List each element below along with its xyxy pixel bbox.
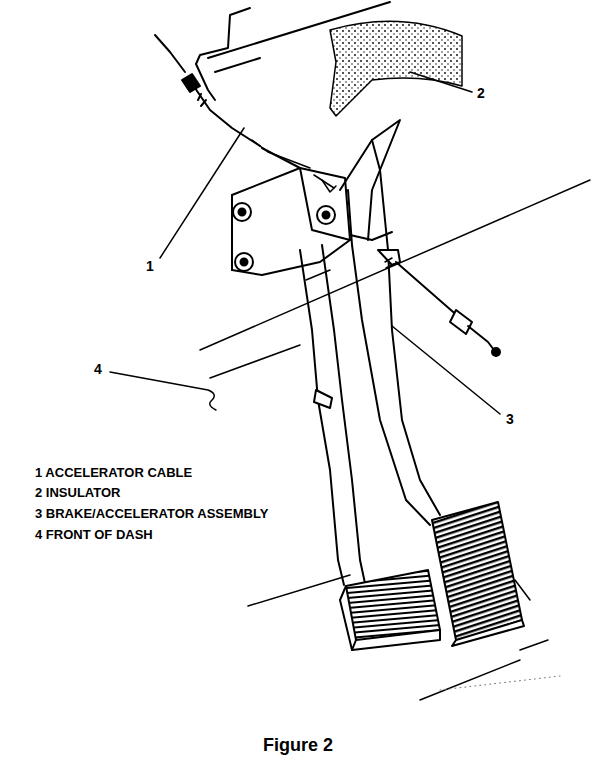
callout-number: 2 [477, 86, 485, 100]
callout-number: 4 [94, 362, 102, 376]
part-name: 4 FRONT OF DASH [35, 528, 153, 541]
figure-caption: Figure 2 [263, 736, 333, 754]
part-name: 2 INSULATOR [35, 486, 120, 499]
part-name: 3 BRAKE/ACCELERATOR ASSEMBLY [35, 507, 268, 520]
callout-number: 1 [146, 259, 154, 273]
callout-number: 3 [506, 412, 514, 426]
part-name: 1 ACCELERATOR CABLE [35, 466, 192, 479]
